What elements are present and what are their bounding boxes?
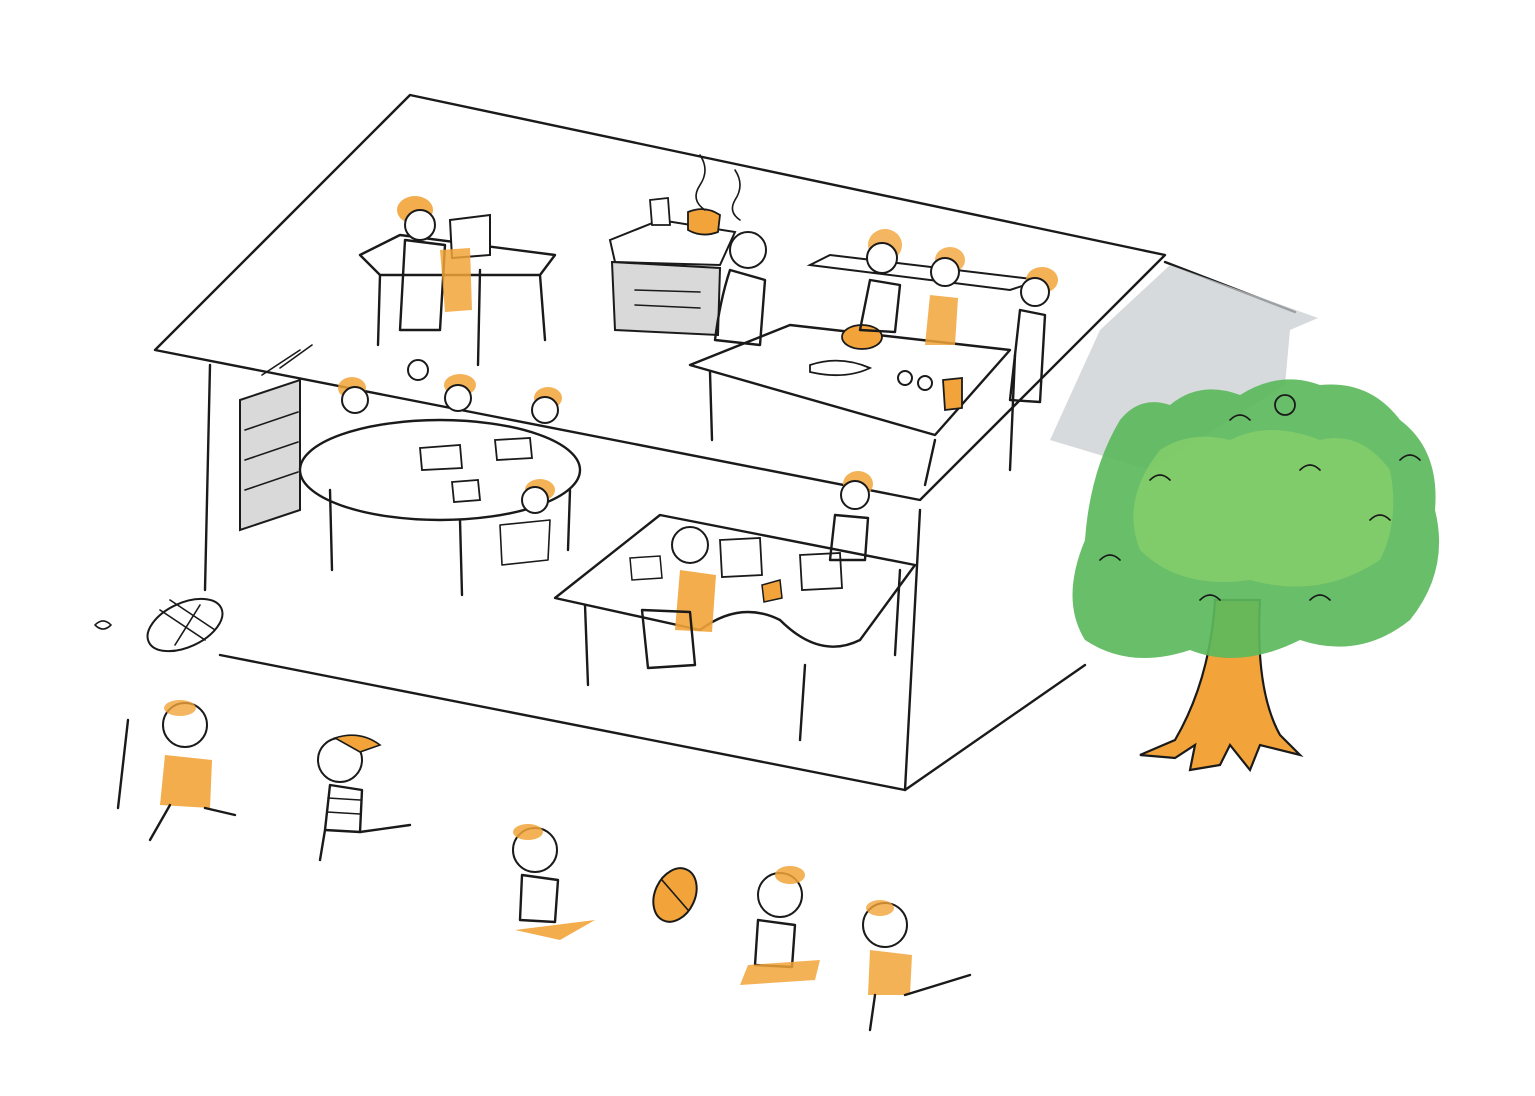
kitchen-stove	[608, 154, 741, 337]
kitchen-people	[713, 229, 1058, 404]
office-desk	[553, 471, 917, 742]
cooking-island	[688, 253, 1041, 487]
children-playing	[94, 597, 972, 1032]
wall-shadow	[1050, 265, 1318, 470]
coffee-counter	[358, 196, 557, 381]
tree	[1072, 379, 1440, 773]
bookshelf	[239, 344, 313, 532]
reading-table	[298, 374, 582, 597]
